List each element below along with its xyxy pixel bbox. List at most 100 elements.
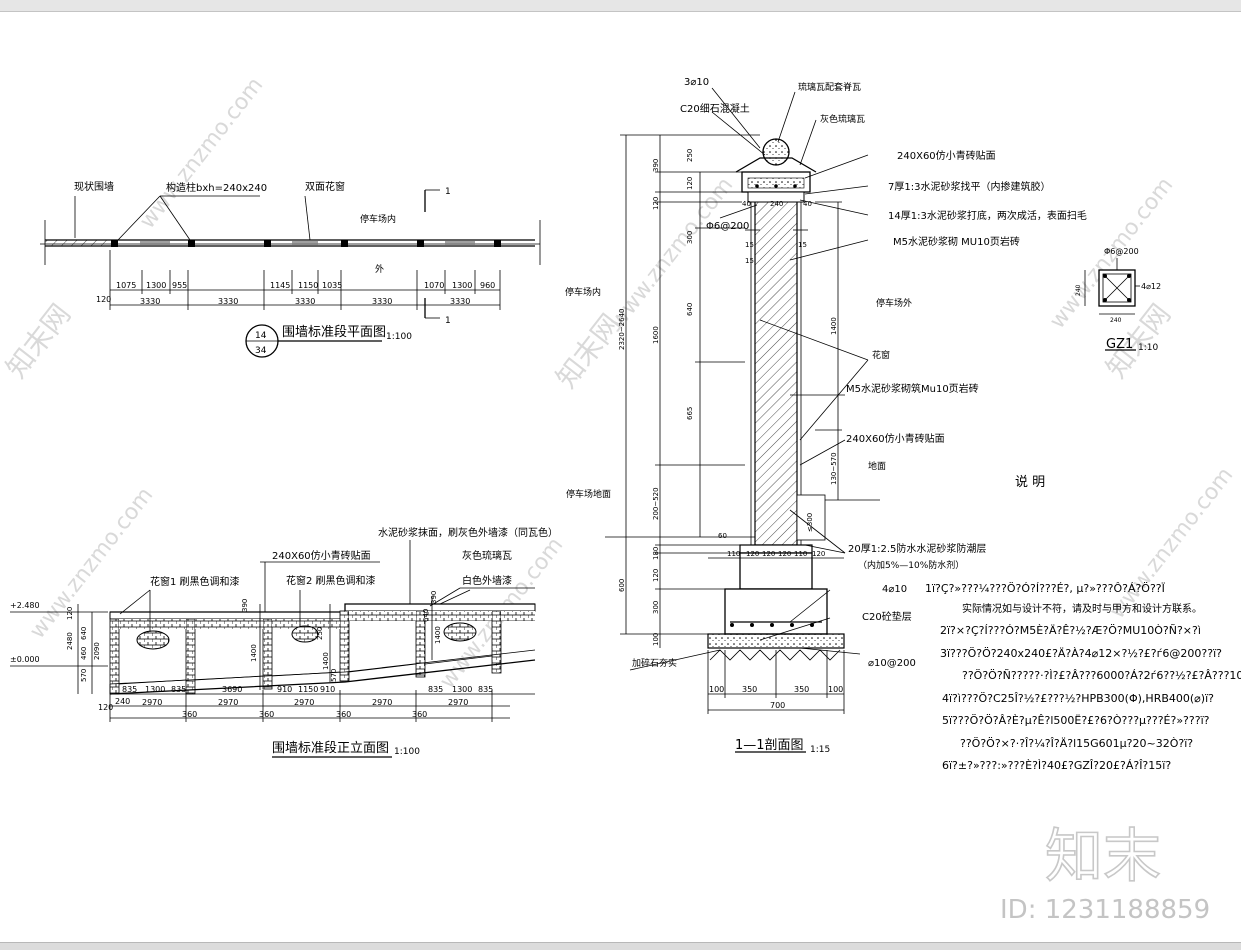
section-labels: 3⌀10 琉璃瓦配套脊瓦 C20细石混凝土 灰色琉璃瓦 240X60仿小青砖贴面… bbox=[565, 77, 1087, 755]
section-label-base-rebar: 4⌀10 bbox=[882, 584, 907, 595]
plan-title: 围墙标准段平面图 bbox=[282, 325, 386, 340]
dim-label: 1150 bbox=[298, 281, 318, 290]
brand-watermark: 知末 ID: 1231188859 bbox=[1000, 821, 1210, 925]
dim-label: 1300 bbox=[146, 281, 166, 290]
elevation-view bbox=[10, 540, 536, 758]
plan-label-column: 构造柱bxh=240x240 bbox=[166, 181, 267, 194]
dim-label: 835 bbox=[478, 685, 493, 694]
dim-label: 1400 bbox=[250, 644, 258, 662]
plan-view bbox=[40, 189, 541, 358]
brand-id-text: ID: 1231188859 bbox=[1000, 895, 1210, 925]
dim-label: 1400 bbox=[322, 652, 330, 670]
dim-label: 130~570 bbox=[830, 452, 838, 485]
elev-label-window1: 花窗1 刷黑色调和漆 bbox=[150, 575, 240, 588]
plan-label-outside: 外 bbox=[375, 263, 384, 275]
section-label-grey-glazed: 灰色琉璃瓦 bbox=[820, 113, 865, 125]
elev-label-grey-tile: 灰色琉璃瓦 bbox=[462, 549, 512, 562]
watermark-site: www.znzmo.com bbox=[135, 73, 268, 234]
dim-label: 910 bbox=[277, 685, 292, 694]
notes-block: 说 明 1ï?Ç?»???¼???Ö?Ó?Í???É?, µ?»???Ô?Á?Ö… bbox=[925, 475, 1241, 772]
dim-label: 600 bbox=[618, 579, 626, 592]
dim-label: 240 bbox=[770, 200, 783, 208]
elev-label-window2: 花窗2 刷黑色调和漆 bbox=[286, 574, 376, 587]
dim-label: 40 bbox=[742, 200, 751, 208]
notes-line: ??Ö?Ö?×?·?Î?¼?Î?Ä?l15G601µ?20~32Ò?ï? bbox=[960, 737, 1193, 750]
dim-label: 15 bbox=[745, 257, 754, 265]
section-label-m5: M5水泥砂浆砌 MU10页岩砖 bbox=[893, 235, 1020, 248]
dim-label: 360 bbox=[412, 710, 427, 719]
dim-label: 360 bbox=[182, 710, 197, 719]
dim-label: 390 bbox=[430, 591, 438, 604]
dim-label: 350 bbox=[794, 685, 809, 694]
dim-label: 1070 bbox=[424, 281, 444, 290]
dim-label: 120 bbox=[686, 177, 694, 190]
dim-label: 240 bbox=[115, 697, 130, 706]
dim-label: 1075 bbox=[116, 281, 136, 290]
brand-logo-text: 知末 bbox=[1045, 822, 1161, 890]
plan-label-existing: 现状围墙 bbox=[74, 180, 114, 193]
dim-label: 120 bbox=[652, 197, 660, 210]
section-label-outside: 停车场外 bbox=[876, 297, 912, 309]
column-label-stirrup: Φ6@200 bbox=[1104, 247, 1139, 256]
elev-label-paint: 水泥砂浆抹面，刷灰色外墙漆（同瓦色） bbox=[378, 526, 558, 539]
dim-label: 360 bbox=[336, 710, 351, 719]
dim-label: 1035 bbox=[322, 281, 342, 290]
section-scale: 1:15 bbox=[810, 745, 830, 755]
dim-label: 570 bbox=[80, 669, 88, 682]
section-label-m5-b: M5水泥砂浆砌筑Mu10页岩砖 bbox=[846, 382, 979, 395]
section-label-stirrup: Φ6@200 bbox=[706, 221, 749, 232]
dim-label: 1300 bbox=[452, 685, 472, 694]
dim-label: 665 bbox=[686, 407, 694, 420]
dim-label: 1300 bbox=[452, 281, 472, 290]
dim-label: 3330 bbox=[372, 297, 392, 306]
dim-label: 835 bbox=[171, 685, 186, 694]
dim-label: 3330 bbox=[450, 297, 470, 306]
watermark-site-cn: 知末网 bbox=[0, 298, 77, 385]
notes-title: 说 明 bbox=[1015, 475, 1045, 490]
dim-label: 640 bbox=[422, 609, 430, 622]
notes-line: 6ï?±?»???:»???È?Ì?40£?GZÎ?20£?Á?Î?15ï? bbox=[942, 759, 1171, 772]
dim-label: 1400 bbox=[830, 317, 838, 335]
dim-label: 120 bbox=[762, 550, 775, 558]
dim-label: 2970 bbox=[448, 698, 468, 707]
dim-label: 120 bbox=[96, 295, 111, 304]
dim-label: 3330 bbox=[218, 297, 238, 306]
column-labels: Φ6@200 4⌀12 240 240 GZ1 1:10 bbox=[1075, 247, 1161, 353]
notes-line: 4ï?ì???Ö?C25Î?½?£???½?HPB300(Φ),HRB400(⌀… bbox=[942, 692, 1214, 705]
dim-label: 955 bbox=[172, 281, 187, 290]
detail-number-top: 14 bbox=[255, 331, 267, 341]
dim-label: 570 bbox=[330, 669, 338, 682]
dim-label: 360 bbox=[259, 710, 274, 719]
section-view bbox=[605, 87, 880, 753]
elevation-labels: 水泥砂浆抹面，刷灰色外墙漆（同瓦色） 240X60仿小青砖贴面 灰色琉璃瓦 白色… bbox=[10, 526, 558, 757]
column-dim-h: 240 bbox=[1075, 284, 1082, 296]
dim-label: 390 bbox=[652, 159, 660, 172]
elevation-scale: 1:100 bbox=[394, 747, 420, 757]
plan-label-inside: 停车场内 bbox=[360, 213, 396, 225]
dim-label: 300 bbox=[652, 601, 660, 614]
elevation-title: 围墙标准段正立面图 bbox=[272, 741, 389, 756]
column-scale: 1:10 bbox=[1138, 343, 1158, 353]
dim-label: 120 bbox=[652, 569, 660, 582]
dim-label: 350 bbox=[742, 685, 757, 694]
plan-label-window: 双面花窗 bbox=[305, 180, 345, 193]
plan-scale: 1:100 bbox=[386, 332, 412, 342]
section-mark: 1 bbox=[445, 316, 451, 326]
dim-label: 640 bbox=[686, 303, 694, 316]
level-zero: ±0.000 bbox=[10, 655, 40, 664]
dim-label: 1600 bbox=[652, 326, 660, 344]
section-label-c20-fine: C20细石混凝土 bbox=[680, 102, 750, 115]
dim-label: 2970 bbox=[294, 698, 314, 707]
notes-line: 3ï???Ö?Ö?240x240£?Ä?À?4⌀12×?½?£?ѓ6@200??… bbox=[940, 647, 1222, 660]
column-label-rebar: 4⌀12 bbox=[1141, 282, 1161, 291]
dim-label: 110 bbox=[794, 550, 807, 558]
dim-label: 100 bbox=[828, 685, 843, 694]
dim-label: 1400 bbox=[434, 626, 442, 644]
notes-line: 5ï???Ö?Ö?Â?È?µ?Ê?l500Ë?£?6?Ò???µ???É?»??… bbox=[942, 714, 1210, 727]
section-label-parking-ground: 停车场地面 bbox=[566, 488, 611, 500]
section-label-glazed-ridge: 琉璃瓦配套脊瓦 bbox=[798, 81, 861, 93]
dim-label: 15 bbox=[798, 241, 807, 249]
notes-line: 实际情况如与设计不符，请及时与甲方和设计方联系。 bbox=[962, 602, 1202, 615]
dim-label: 60 bbox=[718, 532, 727, 540]
